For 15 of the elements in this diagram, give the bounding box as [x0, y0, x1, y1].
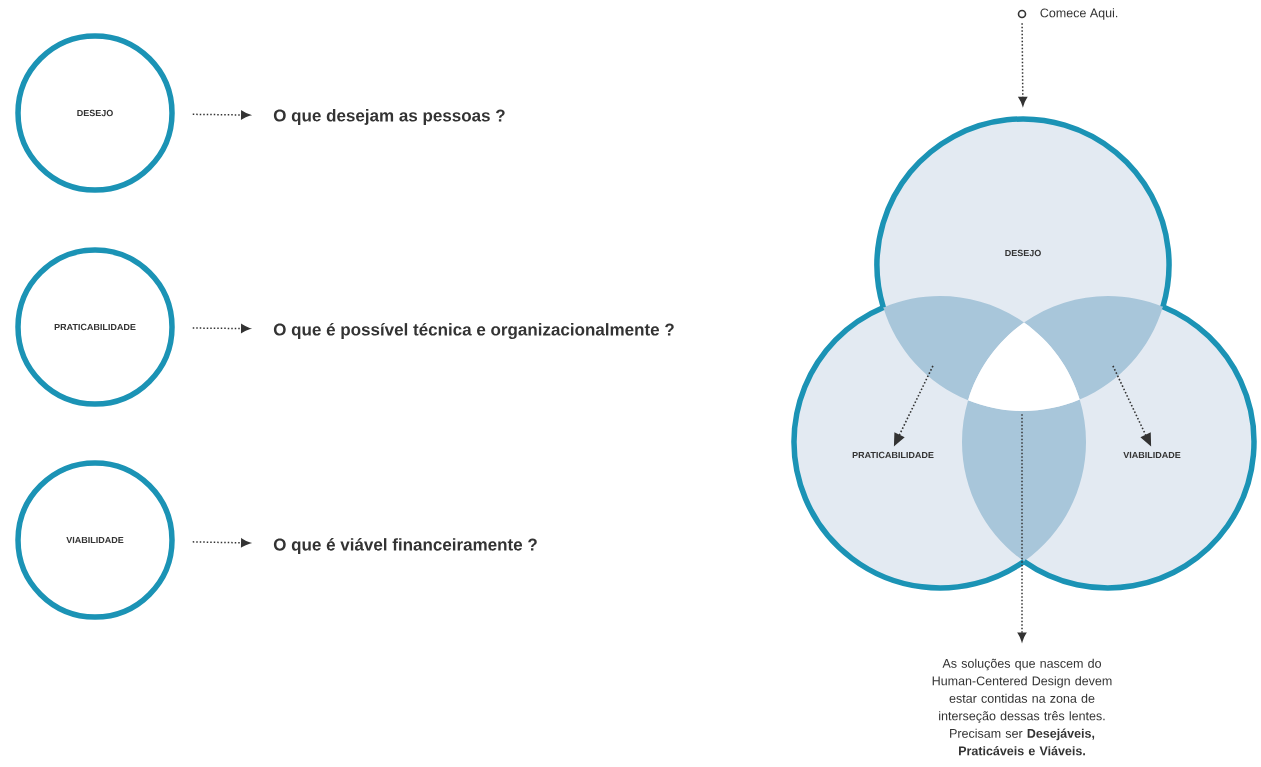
- question-text: O que desejam as pessoas ?: [273, 109, 505, 125]
- arrow: [192, 110, 251, 120]
- arrow: [192, 538, 251, 548]
- question-text: O que é viável financeiramente ?: [273, 538, 537, 554]
- arrow: [192, 324, 251, 333]
- center-intersection: [968, 322, 1080, 411]
- question-text: O que é possível técnica e organizacionalmente ?: [273, 322, 674, 339]
- arrow: [1018, 22, 1028, 106]
- overlap-lens: [883, 296, 1024, 401]
- conclusion-text: As soluções que nascem do Human-Centered Design devem estar contidas na zona de interseção dessas três lentes. Precisam ser Desejáveis, Praticáveis e Viáveis.: [932, 658, 1112, 756]
- overlap-lens: [1024, 296, 1163, 400]
- arrow: [1017, 413, 1027, 642]
- circle-node: DESEJO: [15, 33, 175, 193]
- circle-node: PRATICABILIDADE: [15, 247, 175, 407]
- circle-node: VIABILIDADE: [15, 460, 175, 620]
